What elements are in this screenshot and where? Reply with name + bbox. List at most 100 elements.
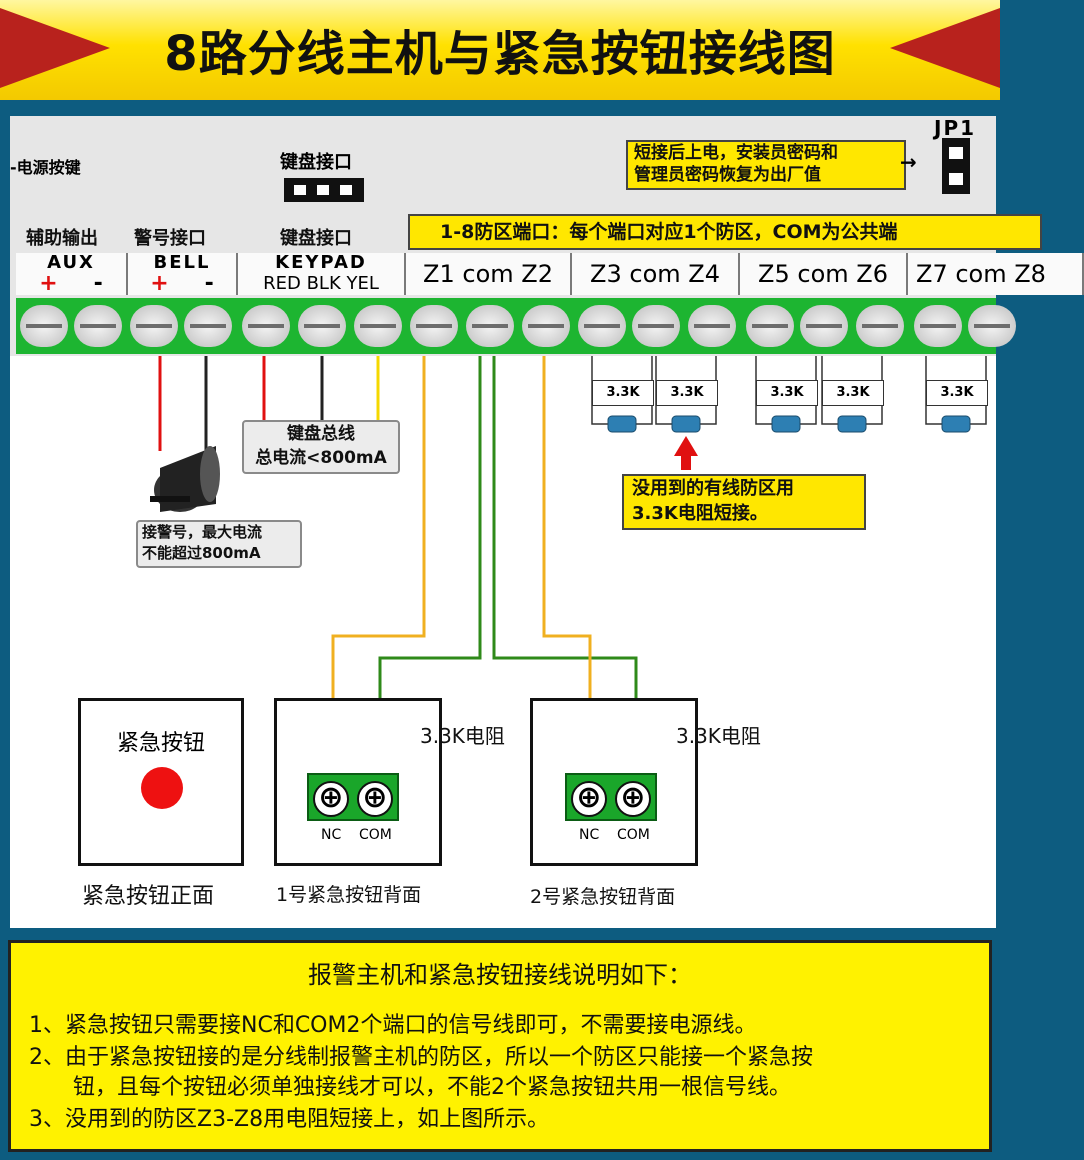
com-wire-button2: [492, 356, 638, 708]
siren-note-line2: 不能超过800mA: [142, 544, 261, 562]
resistor-label: 3.3K: [592, 380, 654, 406]
bell-name: BELL: [153, 252, 211, 273]
button1-terminal-block: ⊕ ⊕: [307, 773, 399, 821]
plus-screw-icon: ⊕: [313, 781, 349, 817]
jp1-arrow-icon: →: [900, 150, 917, 174]
plus-screw-icon: ⊕: [615, 781, 651, 817]
banner-left-arrow: [0, 8, 110, 88]
button-front-caption: 紧急按钮正面: [82, 884, 215, 909]
terminal-screw-icon: [74, 305, 122, 347]
zone-header-z5-z6: Z5 com Z6: [740, 253, 908, 295]
aux-plus: +: [39, 271, 58, 296]
zone-header-z1-z2: Z1 com Z2: [406, 253, 572, 295]
unused-zone-note-line1: 没用到的有线防区用: [632, 478, 794, 499]
jp1-label: JP1: [934, 116, 977, 140]
terminal-screw-icon: [466, 305, 514, 347]
up-arrow-icon: [674, 436, 698, 470]
resistor-icon: [771, 415, 801, 433]
terminal-screw-icon: [298, 305, 346, 347]
resistor-icon: [941, 415, 971, 433]
button-front-panel: 紧急按钮: [78, 698, 244, 866]
bell-minus: -: [204, 271, 214, 296]
siren-note: 接警号，最大电流 不能超过800mA: [136, 520, 302, 568]
terminal-screw-icon: [184, 305, 232, 347]
keypad-name: KEYPAD: [275, 252, 367, 273]
jp1-note: 短接后上电，安装员密码和 管理员密码恢复为出厂值: [626, 140, 906, 190]
unused-zone-note: 没用到的有线防区用 3.3K电阻短接。: [622, 474, 866, 530]
terminal-screw-icon: [20, 305, 68, 347]
aux-minus: -: [93, 271, 103, 296]
terminal-screw-icon: [242, 305, 290, 347]
button2-com-label: COM: [617, 827, 650, 843]
plus-screw-icon: ⊕: [357, 781, 393, 817]
bell-port-label: 警号接口: [134, 228, 206, 249]
zone-header-z3-z4: Z3 com Z4: [572, 253, 740, 295]
terminal-screw-icon: [688, 305, 736, 347]
siren-icon: [150, 446, 220, 512]
bell-header: BELL + -: [128, 253, 238, 295]
terminal-screw-icon: [130, 305, 178, 347]
button1-resistor-label: 3.3K电阻: [420, 724, 505, 748]
keypad-bus-note: 键盘总线 总电流<800mA: [242, 420, 400, 474]
keypad-yel: YEL: [346, 273, 379, 294]
notes-line-2a: 2、由于紧急按钮接的是分线制报警主机的防区，所以一个防区只能接一个紧急按: [29, 1045, 813, 1070]
button2-back-caption: 2号紧急按钮背面: [530, 886, 676, 908]
notes-line-2b: 钮，且每个按钮必须单独接线才可以，不能2个紧急按钮共用一根信号线。: [73, 1075, 791, 1100]
resistor-label: 3.3K: [822, 380, 884, 406]
plus-screw-icon: ⊕: [571, 781, 607, 817]
terminal-screw-icon: [968, 305, 1016, 347]
button2-terminal-block: ⊕ ⊕: [565, 773, 657, 821]
button1-back-panel: ⊕ ⊕ NC COM: [274, 698, 442, 866]
resistor-icon: [671, 415, 701, 433]
button2-resistor-label: 3.3K电阻: [676, 724, 761, 748]
button-front-title: 紧急按钮: [116, 731, 205, 756]
terminal-screw-icon: [632, 305, 680, 347]
resistor-label: 3.3K: [926, 380, 988, 406]
emergency-button-icon[interactable]: [141, 767, 183, 809]
unused-zone-note-line2: 3.3K电阻短接。: [632, 503, 768, 524]
terminal-screw-icon: [410, 305, 458, 347]
button1-back-caption: 1号紧急按钮背面: [276, 884, 422, 906]
keypad-bus-line2: 总电流<800mA: [255, 448, 387, 468]
jp1-note-line1: 短接后上电，安装员密码和: [634, 143, 838, 163]
bell-plus: +: [150, 271, 169, 296]
terminal-screw-icon: [354, 305, 402, 347]
terminal-screw-icon: [746, 305, 794, 347]
resistor-icon: [837, 415, 867, 433]
zone-header-z7-z8: Z7 com Z8: [908, 253, 1084, 295]
title-banner: 8路分线主机与紧急按钮接线图: [0, 0, 1000, 100]
jp1-jumper: [942, 138, 970, 194]
keypad-bus-line1: 键盘总线: [287, 424, 355, 444]
page-title: 8路分线主机与紧急按钮接线图: [164, 26, 836, 82]
terminal-screw-icon: [522, 305, 570, 347]
keypad-port-top-label: 键盘接口: [280, 152, 352, 173]
button1-nc-label: NC: [321, 827, 342, 843]
aux-name: AUX: [47, 252, 95, 273]
keypad-port-label: 键盘接口: [280, 228, 352, 249]
keypad-blk: BLK: [306, 273, 341, 294]
terminal-screw-icon: [578, 305, 626, 347]
button1-com-label: COM: [359, 827, 392, 843]
power-key-label: -电源按键: [10, 158, 81, 177]
button2-nc-label: NC: [579, 827, 600, 843]
keypad-socket: [284, 178, 364, 202]
aux-out-label: 辅助输出: [26, 228, 98, 249]
zone-port-note: 1-8防区端口：每个端口对应1个防区，COM为公共端: [408, 214, 1042, 250]
notes-title: 报警主机和紧急按钮接线说明如下：: [308, 961, 692, 989]
wiring-notes: 报警主机和紧急按钮接线说明如下： 1、紧急按钮只需要接NC和COM2个端口的信号…: [8, 940, 992, 1152]
button2-back-panel: ⊕ ⊕ NC COM: [530, 698, 698, 866]
keypad-red: RED: [263, 273, 301, 294]
resistor-icon: [607, 415, 637, 433]
terminal-screw-icon: [856, 305, 904, 347]
banner-right-arrow: [890, 8, 1000, 88]
jp1-note-line2: 管理员密码恢复为出厂值: [634, 165, 821, 185]
notes-line-3: 3、没用到的防区Z3-Z8用电阻短接上，如上图所示。: [29, 1107, 550, 1132]
resistor-label: 3.3K: [756, 380, 818, 406]
keypad-header: KEYPAD RED BLK YEL: [238, 253, 406, 295]
notes-line-1: 1、紧急按钮只需要接NC和COM2个端口的信号线即可，不需要接电源线。: [29, 1013, 757, 1038]
wiring-panel: -电源按键 键盘接口 JP1 短接后上电，安装员密码和 管理员密码恢复为出厂值 …: [10, 116, 1084, 928]
siren-note-line1: 接警号，最大电流: [142, 523, 263, 541]
aux-header: AUX + -: [16, 253, 128, 295]
com-wire-button1: [378, 356, 482, 708]
